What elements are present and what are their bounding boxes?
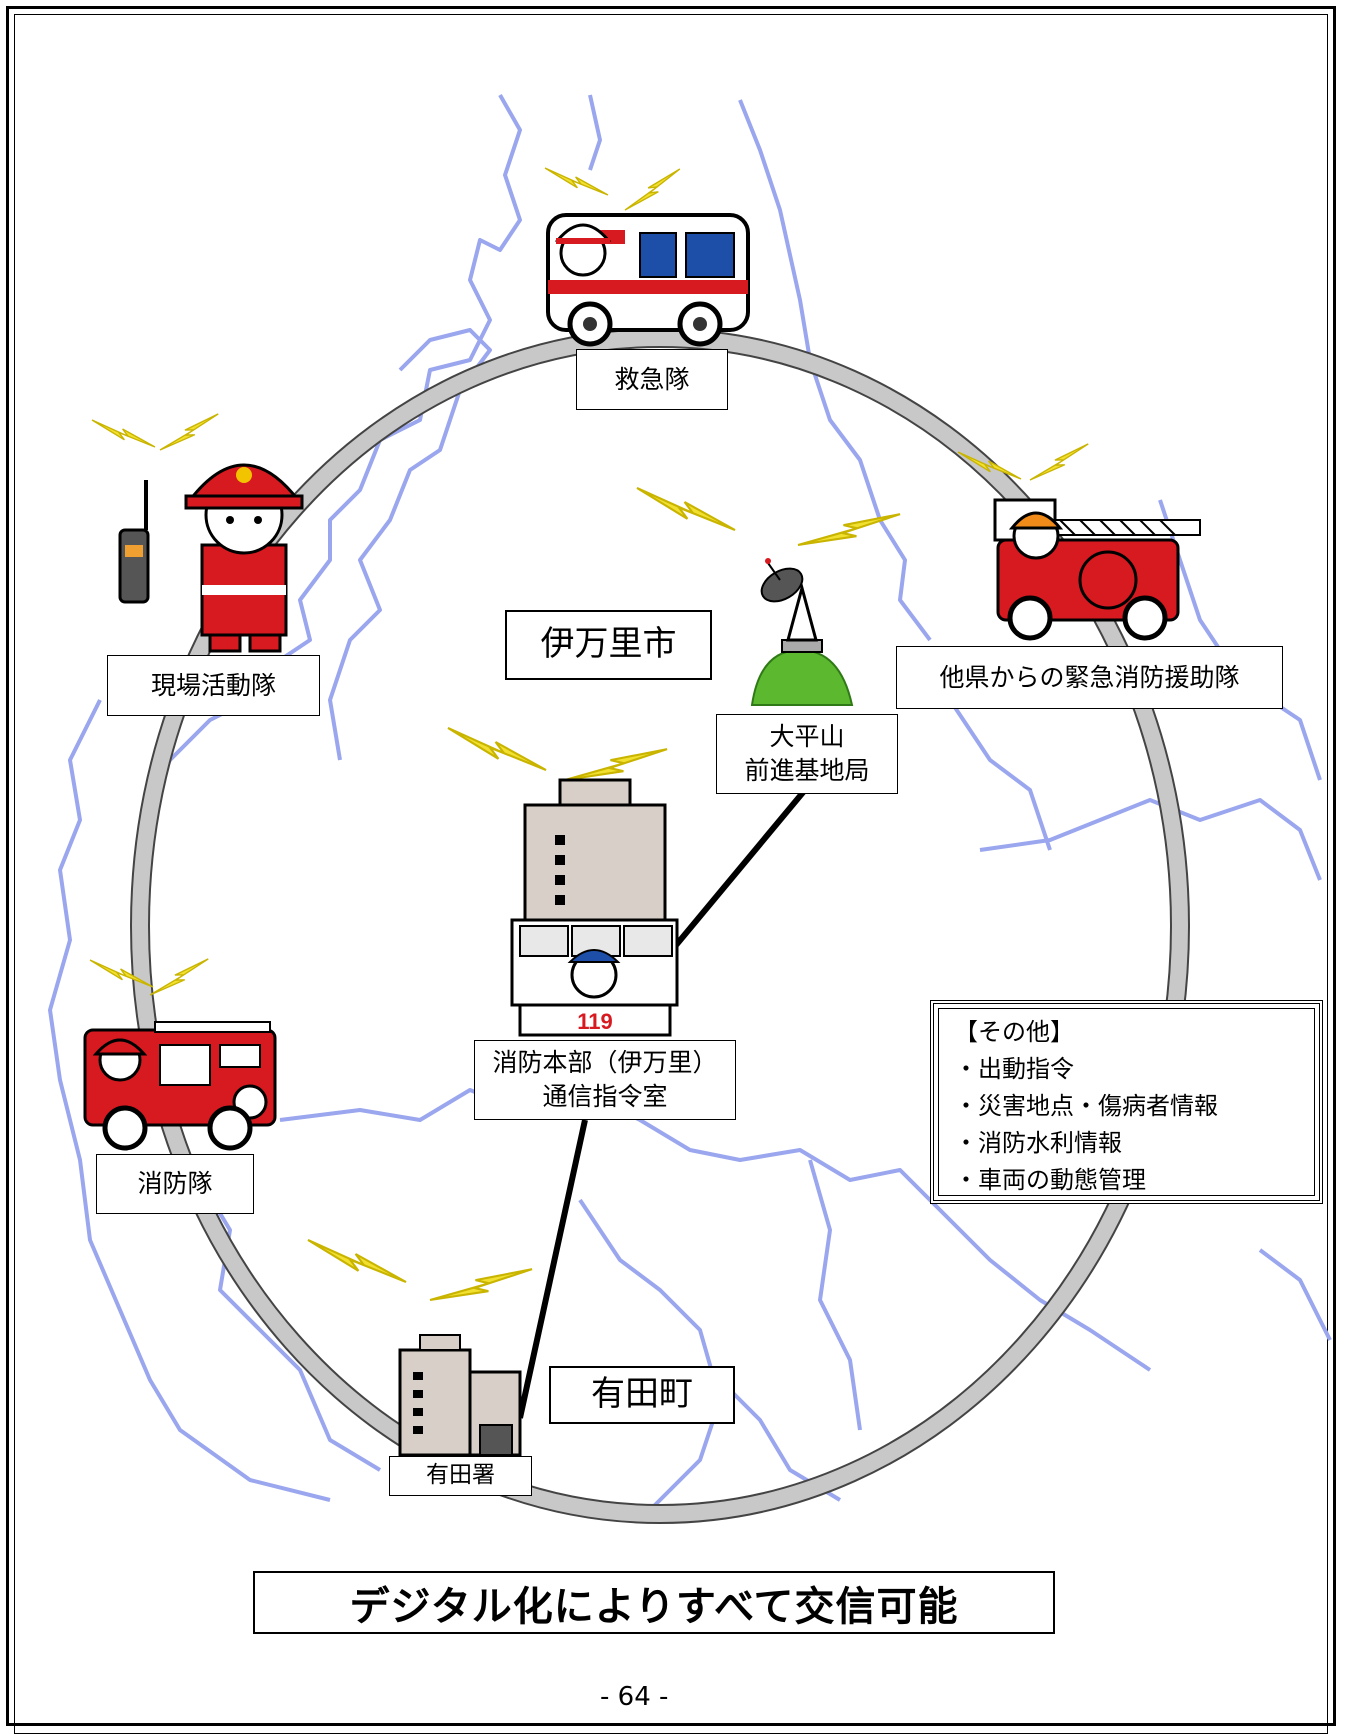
hq-room: 通信指令室	[542, 1082, 668, 1111]
other-info-box: 【その他】 出動指令 災害地点・傷病者情報 消防水利情報 車両の動態管理	[930, 1000, 1323, 1204]
ambulance-label: 救急隊	[576, 349, 728, 410]
ambulance-icon	[546, 213, 750, 347]
field-unit-label: 現場活動隊	[107, 655, 320, 716]
arita-station-label: 有田署	[389, 1456, 532, 1496]
firefighter-icon	[118, 463, 304, 653]
hq-label: 消防本部（伊万里） 通信指令室	[474, 1040, 736, 1120]
other-item: 車両の動態管理	[954, 1162, 1299, 1199]
relay-station-type: 前進基地局	[744, 756, 870, 785]
other-title: 【その他】	[954, 1018, 1074, 1046]
arita-building-icon	[398, 1334, 522, 1457]
other-item: 出動指令	[954, 1051, 1299, 1088]
other-item: 災害地点・傷病者情報	[954, 1088, 1299, 1125]
other-item: 消防水利情報	[954, 1125, 1299, 1162]
city-label: 伊万里市	[505, 610, 712, 680]
relay-station-label: 大平山 前進基地局	[716, 714, 898, 794]
hq-sign: 119	[577, 1009, 613, 1034]
fire-team-label: 消防隊	[96, 1154, 254, 1214]
town-label: 有田町	[549, 1366, 735, 1424]
hq-building-icon: 119	[510, 778, 679, 1037]
link-hq-arita	[517, 1119, 588, 1419]
pump-truck-icon	[83, 1021, 277, 1151]
summary-banner: デジタル化によりすべて交信可能	[253, 1571, 1055, 1634]
link-hq-relay	[669, 788, 808, 952]
page-number: - 64 -	[600, 1682, 669, 1712]
ladder-truck-icon	[993, 498, 1201, 641]
hq-name: 消防本部（伊万里）	[492, 1048, 718, 1078]
aid-unit-label: 他県からの緊急消防援助隊	[896, 646, 1283, 709]
relay-station-name: 大平山	[769, 722, 845, 752]
relay-antenna-icon	[750, 558, 854, 706]
